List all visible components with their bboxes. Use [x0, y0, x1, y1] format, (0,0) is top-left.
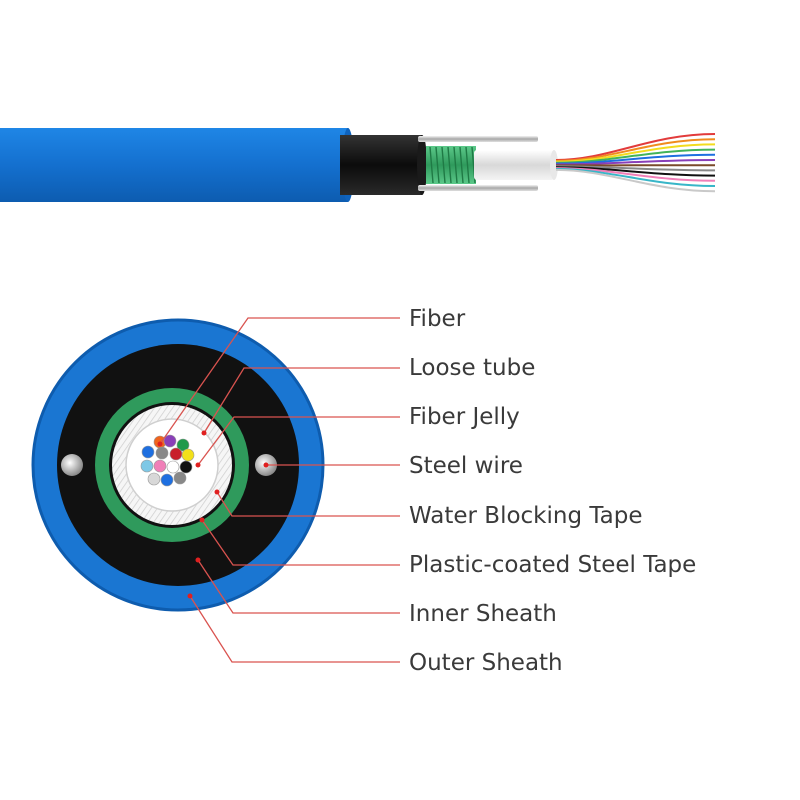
side-fiber-strand-10 — [555, 167, 716, 182]
tape-ridge-2 — [435, 146, 440, 184]
tape-ridge-5 — [453, 146, 458, 184]
leader-loose-tube-dot — [201, 430, 207, 436]
callout-labels: Fiber Loose tube Fiber Jelly Steel wire … — [409, 306, 696, 676]
side-inner-sheath — [340, 135, 422, 195]
leader-water-blocking-tape — [216, 491, 400, 517]
side-fiber-strand-3 — [555, 143, 716, 163]
leader-water-blocking-tape-dot — [214, 489, 220, 495]
side-fiber-bundle — [555, 133, 716, 193]
fiber-core-12 — [147, 472, 161, 486]
fiber-core-13 — [160, 473, 174, 487]
leader-plastic-coated-steel-tape-dot — [199, 517, 205, 523]
label-plastic-coated-steel-tape: Plastic-coated Steel Tape — [409, 552, 696, 578]
label-inner-sheath: Inner Sheath — [409, 601, 557, 627]
side-fiber-strand-12 — [555, 168, 716, 193]
label-loose-tube: Loose tube — [409, 355, 535, 381]
side-fiber-strand-9 — [555, 166, 716, 177]
side-steel-wire-top — [418, 136, 538, 142]
tape-ridge-3 — [441, 146, 446, 184]
leader-plastic-coated-steel-tape — [201, 519, 400, 566]
leader-fiber-dot — [157, 441, 163, 447]
leader-loose-tube — [203, 367, 400, 434]
fiber-core-14 — [173, 471, 187, 485]
side-loose-tube-end — [550, 150, 558, 180]
leader-fiber-jelly-dot — [195, 462, 201, 468]
side-steel-wire-bottom — [418, 185, 538, 191]
leader-steel-wire-dot — [263, 462, 269, 468]
leader-fiber — [159, 317, 400, 445]
label-outer-sheath: Outer Sheath — [409, 650, 563, 676]
side-tape-ridges — [429, 146, 476, 184]
callout-leaders — [157, 317, 400, 663]
side-outer-sheath — [0, 128, 348, 202]
leader-outer-sheath-dot — [187, 593, 193, 599]
side-fiber-strand-1 — [555, 133, 716, 161]
side-fiber-strand-5 — [555, 153, 716, 165]
fiber-core-5 — [155, 446, 169, 460]
side-fiber-strand-6 — [555, 159, 716, 166]
side-loose-tube — [474, 150, 554, 180]
cross-steel-wire-left — [61, 454, 83, 476]
leader-outer-sheath — [189, 595, 400, 663]
cross-fibers — [140, 434, 195, 487]
label-water-blocking-tape: Water Blocking Tape — [409, 503, 642, 529]
fiber-core-2 — [163, 434, 177, 448]
side-fiber-strand-8 — [555, 165, 716, 172]
tape-ridge-4 — [447, 146, 452, 184]
fiber-core-9 — [153, 459, 167, 473]
fiber-core-11 — [179, 460, 193, 474]
cable-cross-section — [31, 318, 325, 612]
label-fiber: Fiber — [409, 306, 466, 332]
fiber-core-7 — [181, 448, 195, 462]
side-fiber-strand-4 — [555, 148, 716, 164]
cable-side-view — [0, 128, 716, 202]
leader-inner-sheath-dot — [195, 557, 201, 563]
label-fiber-jelly: Fiber Jelly — [409, 404, 520, 430]
fiber-core-3 — [176, 438, 190, 452]
fiber-core-8 — [140, 459, 154, 473]
fiber-core-10 — [166, 460, 180, 474]
tape-ridge-1 — [429, 146, 434, 184]
leader-fiber-jelly — [197, 416, 400, 466]
fiber-core-6 — [169, 447, 183, 461]
side-fiber-strand-2 — [555, 138, 716, 162]
tape-ridge-7 — [465, 146, 470, 184]
side-fiber-strand-11 — [555, 168, 716, 187]
leader-inner-sheath — [197, 559, 400, 614]
label-steel-wire: Steel wire — [409, 453, 523, 479]
fiber-core-4 — [141, 445, 155, 459]
tape-ridge-6 — [459, 146, 464, 184]
side-inner-sheath-end — [417, 135, 427, 195]
